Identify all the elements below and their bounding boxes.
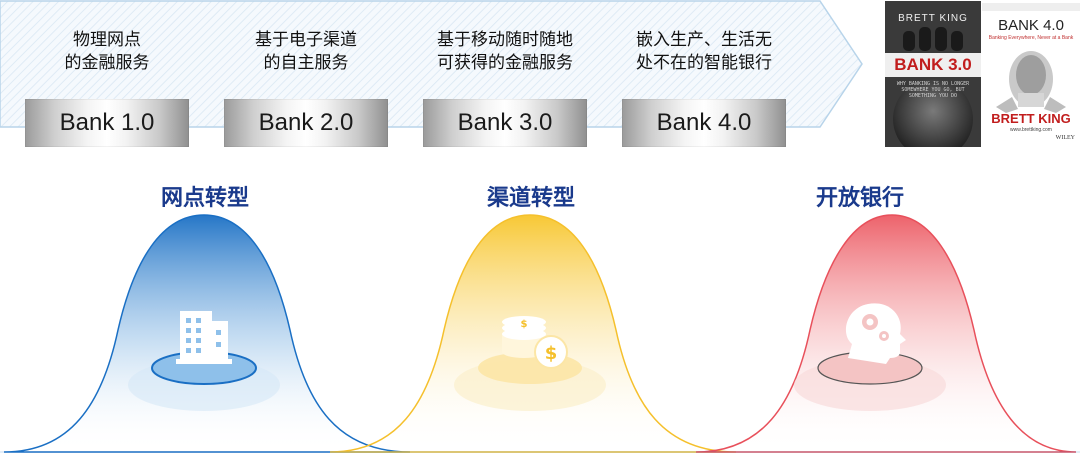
stage-4-description: 嵌入生产、生活无 处不在的智能银行 <box>609 29 799 75</box>
bank-4-0-tagline: Banking Everywhere, Never at a Bank <box>986 35 1076 41</box>
bank-4-0-label: Bank 4.0 <box>622 99 786 147</box>
stage-1-line-2: 的金融服务 <box>12 52 202 75</box>
stage-2-line-1: 基于电子渠道 <box>211 29 401 52</box>
bank-4-0-site: www.brettking.com <box>982 127 1080 133</box>
stage-4-line-1: 嵌入生产、生活无 <box>609 29 799 52</box>
stage-3-description: 基于移动随时随地 可获得的金融服务 <box>410 29 600 75</box>
svg-text:$: $ <box>521 319 528 330</box>
stage-1-line-1: 物理网点 <box>12 29 202 52</box>
bank-3-0-title: BANK 3.0 <box>885 53 981 77</box>
stage-3-line-1: 基于移动随时随地 <box>410 29 600 52</box>
bank-1-0-label: Bank 1.0 <box>25 99 189 147</box>
bank-4-0-author: BRETT KING <box>982 111 1080 126</box>
stage-2-line-2: 的自主服务 <box>211 52 401 75</box>
stage-3-line-2: 可获得的金融服务 <box>410 52 600 75</box>
stage-1-description: 物理网点 的金融服务 <box>12 29 202 75</box>
bank-2-0-label: Bank 2.0 <box>224 99 388 147</box>
bank-3-0-label: Bank 3.0 <box>423 99 587 147</box>
bank-3-0-tagline: WHY BANKING IS NO LONGER SOMEWHERE YOU G… <box>891 81 975 99</box>
svg-text:$: $ <box>545 343 558 364</box>
stage-2-description: 基于电子渠道 的自主服务 <box>211 29 401 75</box>
bank-3-0-author: BRETT KING <box>885 13 981 24</box>
stage-4-line-2: 处不在的智能银行 <box>609 52 799 75</box>
bell-curves: $ $ <box>0 200 1080 468</box>
bank-4-0-title: BANK 4.0 <box>982 17 1080 34</box>
bank-4-0-book-cover: BANK 4.0 Banking Everywhere, Never at a … <box>982 1 1080 147</box>
bank-3-0-book-cover: BRETT KING BANK 3.0 WHY BANKING IS NO LO… <box>885 1 981 147</box>
bank-4-0-publisher: WILEY <box>1056 135 1075 141</box>
